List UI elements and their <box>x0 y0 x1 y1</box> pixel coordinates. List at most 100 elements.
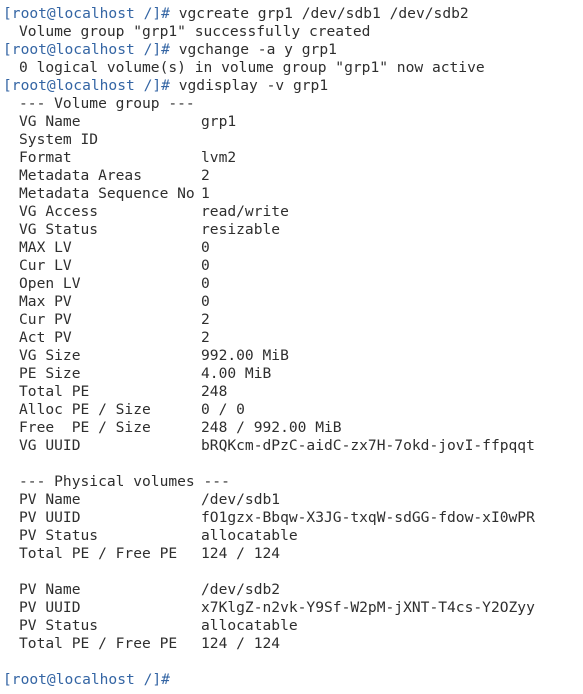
field-key: PE Size <box>19 365 81 382</box>
field-key: System ID <box>19 131 99 148</box>
field-key: Alloc PE / Size <box>19 401 151 418</box>
field-row: Open LV 0 <box>3 275 583 293</box>
field-key: VG Access <box>19 203 99 220</box>
command-line-current[interactable]: [root@localhost /]# <box>3 671 583 689</box>
field-key: MAX LV <box>19 239 72 256</box>
field-key: Max PV <box>19 293 72 310</box>
field-value: resizable <box>201 221 281 238</box>
field-row: VG Access read/write <box>3 203 583 221</box>
shell-prompt: [root@localhost /]# <box>3 41 170 58</box>
field-value: bRQKcm-dPzC-aidC-zx7H-7okd-jovI-ffpqqt <box>201 437 535 454</box>
field-value: fO1gzx-Bbqw-X3JG-txqW-sdGG-fdow-xI0wPR <box>201 509 535 526</box>
command-line-vgchange: [root@localhost /]# vgchange -a y grp1 <box>3 41 583 59</box>
field-row: System ID <box>3 131 583 149</box>
field-value: lvm2 <box>201 149 237 166</box>
shell-prompt: [root@localhost /]# <box>3 5 170 22</box>
field-row: Cur LV 0 <box>3 257 583 275</box>
field-row: Format lvm2 <box>3 149 583 167</box>
field-key: Cur LV <box>19 257 72 274</box>
text-cursor <box>179 671 188 687</box>
field-value: /dev/sdb1 <box>201 491 281 508</box>
field-row: PV UUID x7KlgZ-n2vk-Y9Sf-W2pM-jXNT-T4cs-Y… <box>3 599 583 617</box>
field-row: Free PE / Size 248 / 992.00 MiB <box>3 419 583 437</box>
field-row: PV Name/dev/sdb2 <box>3 581 583 599</box>
field-row: Max PV 0 <box>3 293 583 311</box>
field-key: Act PV <box>19 329 72 346</box>
field-row: Act PV 2 <box>3 329 583 347</box>
field-key: Format <box>19 149 72 166</box>
field-key: PV Status <box>19 617 99 634</box>
field-value: grp1 <box>201 113 237 130</box>
command-text: vgdisplay -v grp1 <box>178 77 329 94</box>
field-value: 0 <box>201 239 210 256</box>
field-key: Total PE / Free PE <box>19 545 178 562</box>
field-key: Total PE <box>19 383 90 400</box>
field-row: VG Status resizable <box>3 221 583 239</box>
field-value: 0 <box>201 293 210 310</box>
shell-prompt: [root@localhost /]# <box>3 77 170 94</box>
field-row: Total PE / Free PE 124 / 124 <box>3 545 583 563</box>
field-key: Open LV <box>19 275 81 292</box>
shell-prompt: [root@localhost /]# <box>3 671 170 688</box>
field-value: 2 <box>201 167 210 184</box>
field-row: VG UUID bRQKcm-dPzC-aidC-zx7H-7okd-jovI-f… <box>3 437 583 455</box>
field-key: Cur PV <box>19 311 72 328</box>
field-value: 0 / 0 <box>201 401 245 418</box>
field-row: PV Name/dev/sdb1 <box>3 491 583 509</box>
field-key: PV UUID <box>19 599 81 616</box>
command-output: Volume group "grp1" successfully created <box>19 23 371 40</box>
field-value: 124 / 124 <box>201 545 281 562</box>
field-row: Alloc PE / Size 0 / 0 <box>3 401 583 419</box>
field-value: 0 <box>201 257 210 274</box>
field-value: 992.00 MiB <box>201 347 289 364</box>
command-text: vgchange -a y grp1 <box>178 41 337 58</box>
field-row: Total PE 248 <box>3 383 583 401</box>
field-value: allocatable <box>201 527 298 544</box>
field-row: Total PE / Free PE 124 / 124 <box>3 635 583 653</box>
field-value: allocatable <box>201 617 298 634</box>
command-text: vgcreate grp1 /dev/sdb1 /dev/sdb2 <box>178 5 469 22</box>
field-key: VG Status <box>19 221 99 238</box>
field-row: Cur PV 2 <box>3 311 583 329</box>
field-value: 2 <box>201 311 210 328</box>
field-row: PE Size 4.00 MiB <box>3 365 583 383</box>
field-key: PV Name <box>19 491 81 508</box>
field-key: Free PE / Size <box>19 419 151 436</box>
field-value: /dev/sdb2 <box>201 581 281 598</box>
field-value: 0 <box>201 275 210 292</box>
field-value: 248 / 992.00 MiB <box>201 419 342 436</box>
field-key: Total PE / Free PE <box>19 635 178 652</box>
field-key: VG Size <box>19 347 81 364</box>
field-value: 4.00 MiB <box>201 365 272 382</box>
field-row: PV UUID fO1gzx-Bbqw-X3JG-txqW-sdGG-fdow-x… <box>3 509 583 527</box>
command-line-vgcreate: [root@localhost /]# vgcreate grp1 /dev/s… <box>3 5 583 23</box>
field-row: PV Status allocatable <box>3 527 583 545</box>
field-value: 248 <box>201 383 228 400</box>
blank-line <box>3 653 583 671</box>
field-row: VG Size 992.00 MiB <box>3 347 583 365</box>
field-row: PV Status allocatable <box>3 617 583 635</box>
blank-line <box>3 563 583 581</box>
volume-group-header: --- Volume group --- <box>19 95 195 112</box>
field-value: 124 / 124 <box>201 635 281 652</box>
field-value: 1 <box>201 185 210 202</box>
blank-line <box>3 455 583 473</box>
field-value: 2 <box>201 329 210 346</box>
field-row: VG Name grp1 <box>3 113 583 131</box>
physical-volumes-header: --- Physical volumes --- <box>19 473 230 490</box>
command-line-vgdisplay: [root@localhost /]# vgdisplay -v grp1 <box>3 77 583 95</box>
field-key: PV Status <box>19 527 99 544</box>
field-key: VG Name <box>19 113 81 130</box>
field-key: PV UUID <box>19 509 81 526</box>
field-key: VG UUID <box>19 437 81 454</box>
field-value: read/write <box>201 203 289 220</box>
field-key: PV Name <box>19 581 81 598</box>
field-value: x7KlgZ-n2vk-Y9Sf-W2pM-jXNT-T4cs-Y2OZyy <box>201 599 535 616</box>
command-output: 0 logical volume(s) in volume group "grp… <box>19 59 485 76</box>
